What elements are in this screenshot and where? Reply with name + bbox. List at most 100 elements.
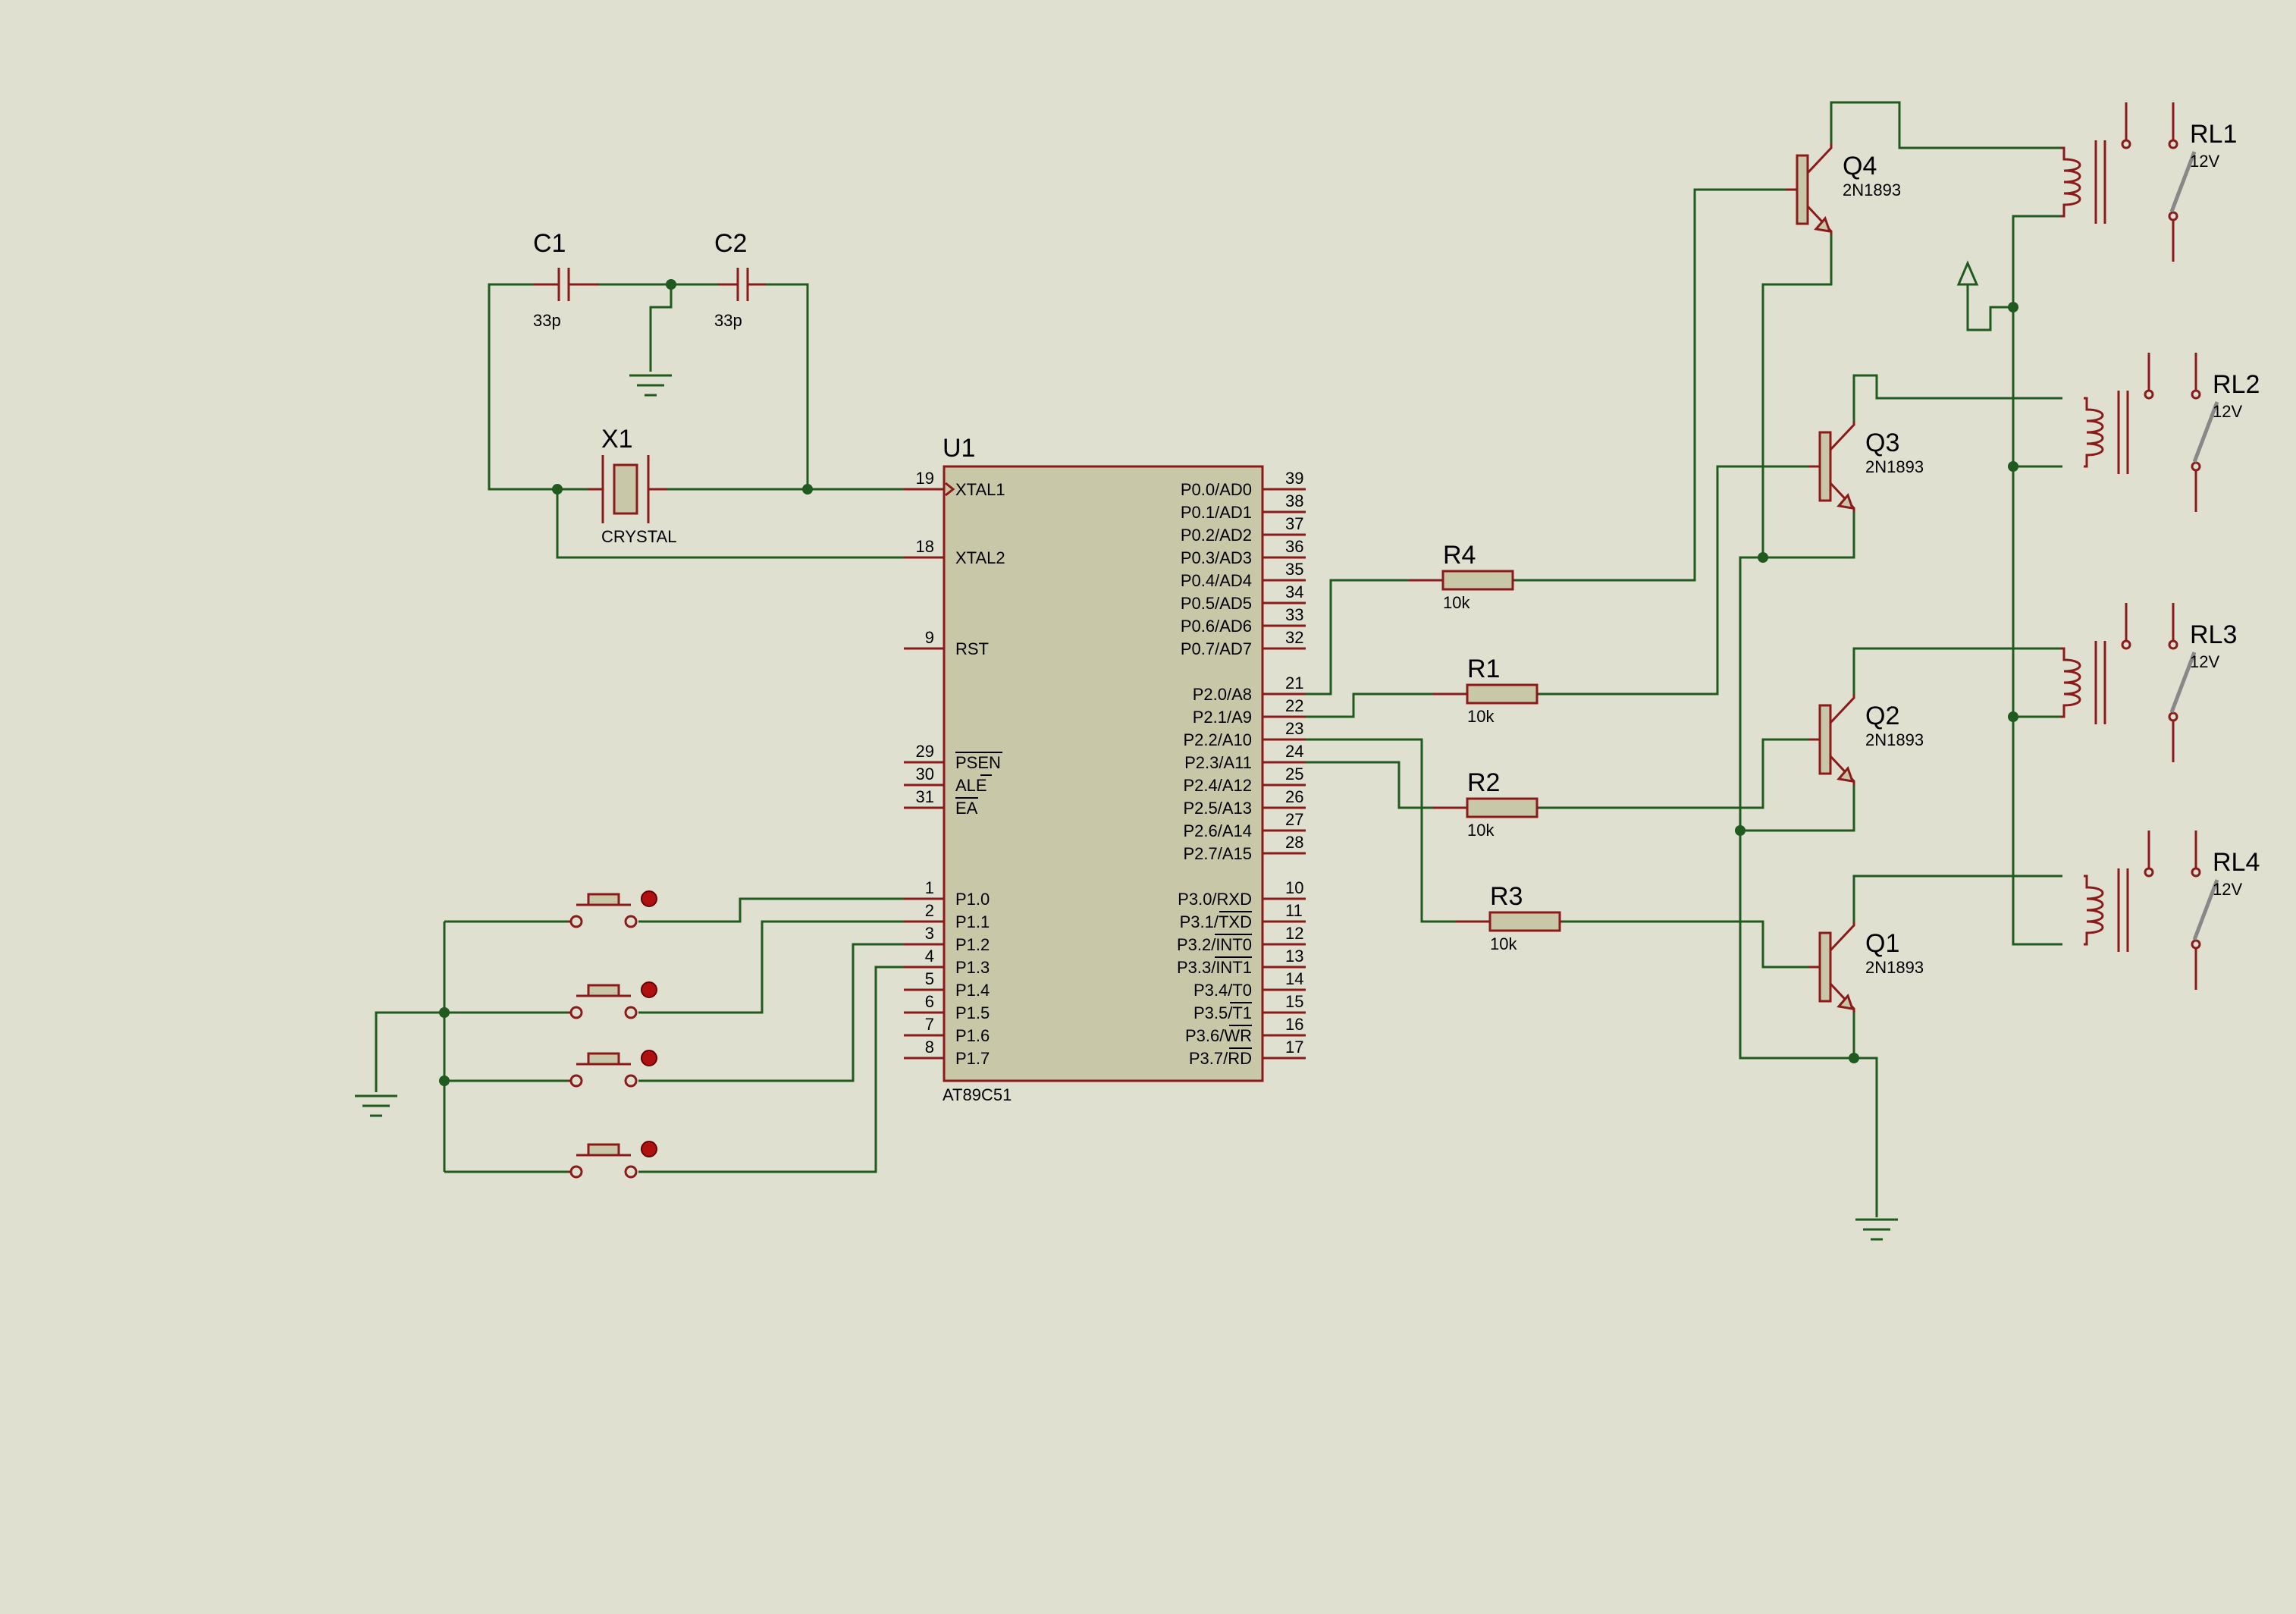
switch-contact	[624, 1165, 638, 1179]
pin-label: P2.2/A10	[1183, 730, 1252, 749]
pin-number: 3	[925, 924, 934, 943]
mcu-body	[943, 465, 1264, 1082]
relay-coil	[2061, 146, 2081, 218]
pin-label: P2.4/A12	[1183, 776, 1252, 795]
relay-switch-arm	[2169, 652, 2197, 713]
push-button-2[interactable]	[569, 981, 657, 1019]
switch-contact	[569, 1074, 583, 1088]
relay-value: 12V	[2213, 880, 2242, 899]
transistor-ref: Q4	[1843, 152, 1877, 181]
pin-number: 33	[1285, 605, 1303, 624]
resistor-value: 10k	[1490, 934, 1517, 953]
capacitor-c2	[718, 268, 766, 301]
wire-c1-left-loop	[488, 283, 588, 491]
push-button-4[interactable]	[569, 1141, 657, 1179]
relay-value: 12V	[2190, 152, 2219, 171]
wire-network	[375, 101, 2062, 1217]
wire-q3-emitter	[1739, 512, 1855, 1060]
switch-cap	[587, 893, 620, 906]
relay-ref: RL4	[2213, 848, 2260, 877]
transistor-ref: Q1	[1865, 929, 1899, 958]
pin-number: 11	[1285, 901, 1303, 920]
transistor-base-bar	[1818, 931, 1832, 1003]
relay-coil	[2084, 875, 2104, 946]
switch-cap	[587, 984, 620, 997]
clock-pin-marker	[945, 482, 955, 497]
wire-q1-collector	[1852, 875, 2062, 922]
wire-p23-r2	[1306, 761, 1433, 809]
pin-number: 35	[1285, 560, 1303, 579]
transistor-base-bar	[1796, 154, 1809, 225]
pin-label: P0.5/AD5	[1181, 594, 1252, 613]
transistor-part: 2N1893	[1865, 457, 1924, 476]
switch-cap	[587, 1143, 620, 1157]
transistor-collector	[1806, 144, 1833, 174]
wire-ground-tap	[649, 284, 673, 372]
pin-label: PSEN	[955, 753, 1001, 772]
pin-label: P3.7/RD	[1189, 1049, 1252, 1068]
pin-number: 29	[916, 742, 934, 761]
relay-switch-arm	[2192, 879, 2219, 940]
relay-ref: RL1	[2190, 120, 2237, 149]
pin-number: 15	[1285, 992, 1303, 1011]
switch-contact	[569, 1006, 583, 1019]
pin-number: 32	[1285, 628, 1303, 647]
junction-dot	[666, 279, 676, 290]
pin-label: XTAL2	[955, 548, 1005, 567]
pin-label: P2.7/A15	[1183, 844, 1252, 863]
relay-switch-arm	[2169, 151, 2197, 212]
push-button-3[interactable]	[569, 1050, 657, 1088]
mcu-pin-left: 7P1.6	[904, 1015, 990, 1045]
switch-indicator-icon	[641, 890, 657, 907]
pin-number: 1	[925, 878, 934, 897]
resistor-body	[1466, 683, 1539, 705]
wire-r2-q2	[1539, 738, 1808, 809]
pin-number: 12	[1285, 924, 1303, 943]
pin-number: 4	[925, 947, 934, 966]
pin-label: P1.3	[955, 958, 990, 977]
capacitor-c1	[534, 268, 599, 301]
wire-sw3-p12	[638, 943, 904, 1082]
resistor-body	[1466, 797, 1539, 818]
pin-label: P2.6/A14	[1183, 821, 1252, 840]
pin-number: 38	[1285, 491, 1303, 510]
relay-value: 12V	[2213, 402, 2242, 421]
pin-label: P0.2/AD2	[1181, 526, 1252, 545]
wire-crystal-xtal2	[556, 489, 904, 559]
ground-symbol	[1855, 1218, 1898, 1241]
pin-label: P3.0/RXD	[1178, 890, 1252, 909]
c1-value: 33p	[533, 311, 561, 330]
junction-dot	[1735, 825, 1746, 836]
junction-dot	[439, 1075, 450, 1086]
pin-label: P1.6	[955, 1026, 990, 1045]
push-button-1[interactable]	[569, 890, 657, 928]
transistor-collector	[1829, 694, 1855, 724]
transistor-ref: Q3	[1865, 429, 1899, 457]
pin-label: P3.3/INT1	[1177, 958, 1252, 977]
emitter-arrow-icon	[1814, 216, 1832, 233]
transistor-part: 2N1893	[1865, 958, 1924, 977]
pin-number: 26	[1285, 787, 1303, 806]
transistor-emitter	[1829, 482, 1855, 512]
emitter-arrow-icon	[1836, 766, 1855, 783]
switch-contact	[569, 915, 583, 928]
pin-label: P0.7/AD7	[1181, 639, 1252, 658]
pin-label: P2.5/A13	[1183, 799, 1252, 818]
pin-number: 27	[1285, 810, 1303, 829]
relay-contact	[2191, 867, 2201, 878]
switch-contact	[569, 1165, 583, 1179]
junction-dot	[2008, 711, 2018, 722]
pin-number: 34	[1285, 582, 1303, 601]
relay-coil	[2061, 647, 2081, 718]
junction-dot	[552, 484, 563, 495]
